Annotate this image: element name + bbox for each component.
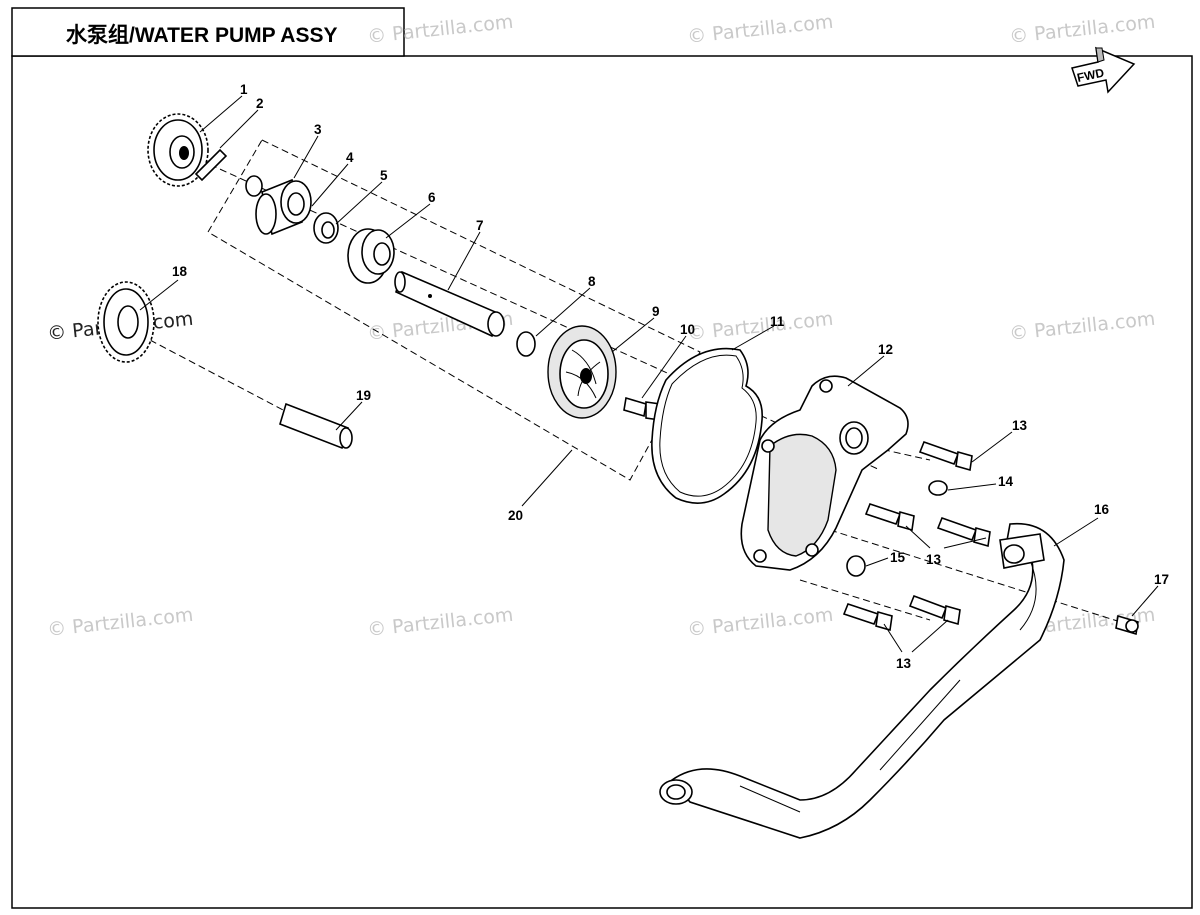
watermark: © Partzilla.com [1008,11,1156,48]
leader-lines [139,95,1159,653]
part-12-pump-cover [740,375,909,571]
diagram-title: 水泵组/WATER PUMP ASSY [66,23,337,47]
part-19-pin [279,402,353,450]
part-14-o-ring [928,480,948,496]
watermark: © Partzilla.com [1008,308,1156,345]
callout-labels: 1 2 3 4 5 6 7 8 9 10 11 12 13 14 15 16 1… [172,82,1169,671]
centerline-17 [829,529,1131,626]
part-5-seal [313,212,339,244]
watermark: © Partzilla.com [686,11,834,48]
watermark: © Partzilla.com [686,604,834,641]
part-8-washer [516,331,536,357]
part-17-bolt [1115,614,1139,636]
part-6-mechanical-seal [347,228,395,284]
callout-6: 6 [428,190,436,205]
callout-1: 1 [240,82,248,97]
part-1-gear [147,113,209,187]
title-box [11,7,405,57]
callout-7: 7 [476,218,484,233]
part-11-gasket [651,347,763,504]
callout-14: 14 [998,474,1014,489]
centerline-13b [799,579,931,621]
forward-arrow-icon: FWD [1071,46,1136,94]
callout-5: 5 [380,168,388,183]
part-15-washer [846,555,866,577]
part-2-pin [194,148,228,182]
part-9-impeller [547,325,617,419]
part-3-washer [245,175,263,197]
callout-18: 18 [172,264,188,279]
part-18-gear [97,281,155,363]
centerline [199,159,881,471]
callout-20: 20 [508,508,523,523]
callout-9: 9 [652,304,660,319]
callout-13-c: 13 [896,656,912,671]
callout-10: 10 [680,322,695,337]
callout-8: 8 [588,274,596,289]
watermark: © Partzilla.com [686,308,834,345]
fwd-label: FWD [1076,65,1106,84]
drawing-frame [11,55,1193,909]
callout-17: 17 [1154,572,1169,587]
watermark-layer: © Partzilla.com © Partzilla.com © Partzi… [46,11,1156,641]
callout-3: 3 [314,122,322,137]
part-13-bolts [842,440,991,632]
callout-12: 12 [878,342,893,357]
callout-13-b: 13 [926,552,942,567]
callout-13: 13 [1012,418,1028,433]
callout-4: 4 [346,150,354,165]
part-7-shaft [394,270,505,338]
group-box-20 [207,139,701,481]
watermark: © Partzilla.com [46,604,194,641]
callout-19: 19 [356,388,371,403]
watermark: © Partzilla.com [366,604,514,641]
callout-2: 2 [256,96,264,111]
part-16-coolant-hose [659,522,1065,839]
callout-15: 15 [890,550,906,565]
part-4-bearing [255,178,312,236]
callout-11: 11 [770,314,785,329]
callout-16: 16 [1094,502,1110,517]
